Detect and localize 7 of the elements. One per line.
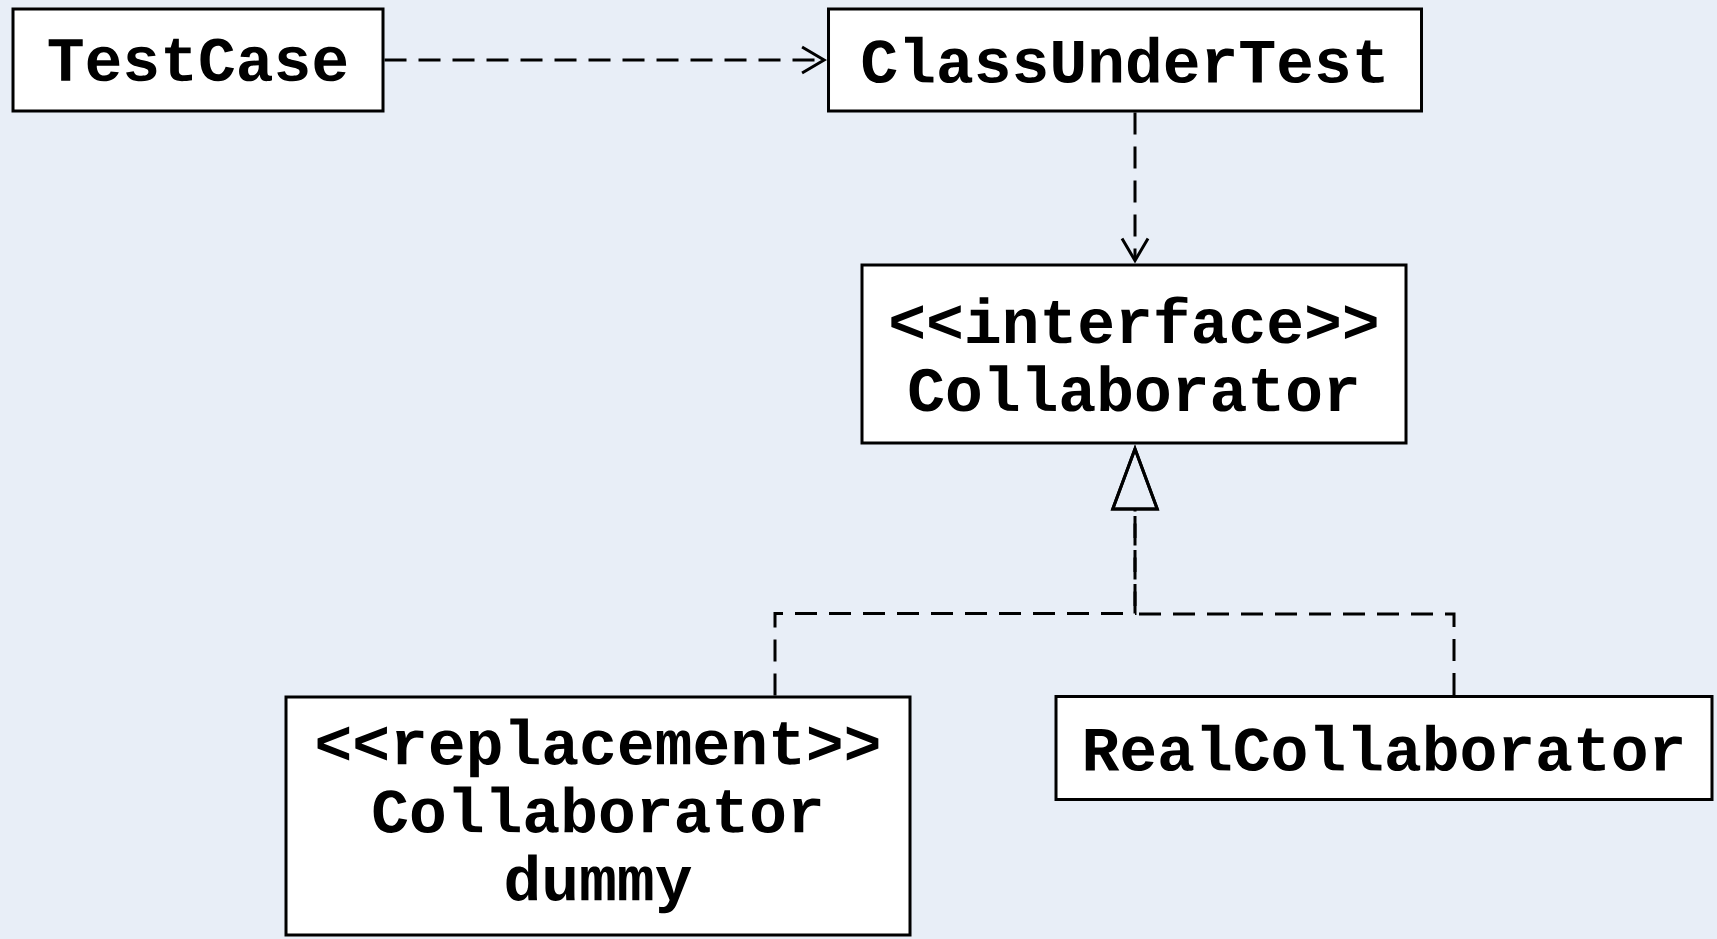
class-box: RealCollaborator	[1054, 695, 1714, 801]
arrow	[384, 45, 827, 75]
arrow	[1120, 112, 1150, 264]
class-box: ClassUnderTest	[827, 7, 1423, 113]
class-box: TestCase	[11, 7, 385, 113]
class-box: <<interface>> Collaborator	[860, 263, 1408, 445]
class-box: <<replacement>> Collaborator dummy	[284, 695, 912, 937]
